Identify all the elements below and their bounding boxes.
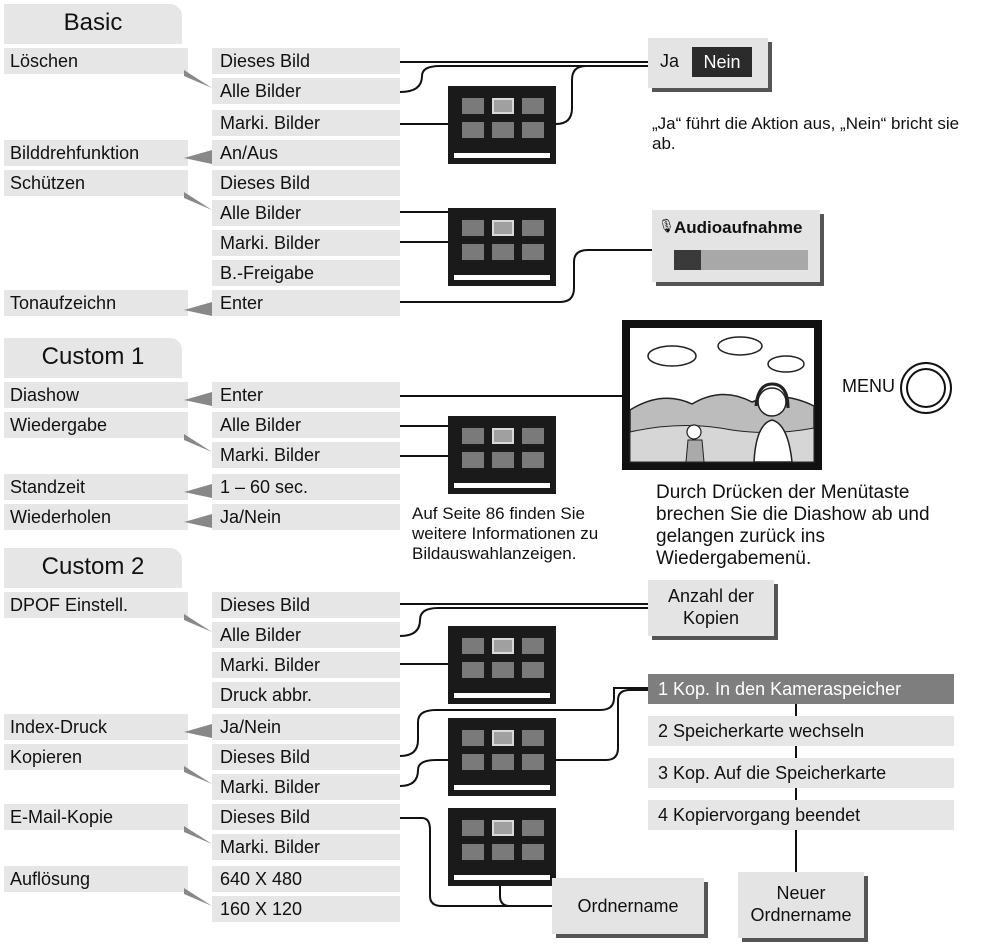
slideshow-note: Durch Drücken der Menütaste brechen Sie … xyxy=(656,482,930,569)
arrow-wedge-icon xyxy=(184,302,212,316)
menu-button[interactable] xyxy=(900,362,952,414)
thumbnail-grid-icon xyxy=(448,208,556,286)
confirm-no[interactable]: Nein xyxy=(692,47,752,77)
menu-label-bilddreh[interactable]: Bilddrehfunktion xyxy=(4,140,188,166)
option-loeschen-1[interactable]: Dieses Bild xyxy=(212,48,400,74)
audio-progress-fill xyxy=(674,250,701,270)
copies-dialog: Anzahl der Kopien xyxy=(648,580,774,636)
option-diashow-1[interactable]: Enter xyxy=(212,382,400,408)
menu-label-schuetzen[interactable]: Schützen xyxy=(4,170,188,196)
option-dpof-2[interactable]: Alle Bilder xyxy=(212,622,400,648)
section-tab-basic[interactable]: Basic xyxy=(4,4,182,44)
copy-step-3[interactable]: 3 Kop. Auf die Speicherkarte xyxy=(648,758,954,788)
option-ton-1[interactable]: Enter xyxy=(212,290,400,316)
audio-progress-track xyxy=(674,250,808,270)
menu-label-aufloesung[interactable]: Auflösung xyxy=(4,866,188,892)
thumbnail-grid-icon xyxy=(448,86,556,164)
option-loeschen-2[interactable]: Alle Bilder xyxy=(212,78,400,104)
arrow-wedge-icon xyxy=(184,484,212,498)
menu-label-wiedergabe[interactable]: Wiedergabe xyxy=(4,412,188,438)
slideshow-picture xyxy=(629,328,815,463)
page-reference-note: Auf Seite 86 finden Sie weitere Informat… xyxy=(412,504,599,563)
thumbnail-grid-icon xyxy=(448,808,556,886)
arrow-wedge-icon xyxy=(184,150,212,164)
menu-label-dpof[interactable]: DPOF Einstell. xyxy=(4,592,188,618)
option-schuetzen-3[interactable]: Marki. Bilder xyxy=(212,230,400,256)
microphone-icon: 🎙 xyxy=(658,218,675,233)
menu-label: MENU xyxy=(842,376,895,396)
option-schuetzen-1[interactable]: Dieses Bild xyxy=(212,170,400,196)
menu-label-index[interactable]: Index-Druck xyxy=(4,714,188,740)
arrow-wedge-icon xyxy=(184,434,212,452)
option-schuetzen-4[interactable]: B.-Freigabe xyxy=(212,260,400,286)
section-tab-custom2[interactable]: Custom 2 xyxy=(4,548,182,588)
menu-label-ton[interactable]: Tonaufzeichn xyxy=(4,290,188,316)
arrow-wedge-icon xyxy=(184,766,212,784)
option-loeschen-3[interactable]: Marki. Bilder xyxy=(212,110,400,136)
option-dpof-3[interactable]: Marki. Bilder xyxy=(212,652,400,678)
menu-label-kopieren[interactable]: Kopieren xyxy=(4,744,188,770)
arrow-wedge-icon xyxy=(184,514,212,528)
arrow-wedge-icon xyxy=(184,614,212,632)
menu-label-email[interactable]: E-Mail-Kopie xyxy=(4,804,188,830)
option-standzeit-1[interactable]: 1 – 60 sec. xyxy=(212,474,400,500)
thumbnail-grid-icon xyxy=(448,416,556,494)
option-bilddreh-1[interactable]: An/Aus xyxy=(212,140,400,166)
arrow-wedge-icon xyxy=(184,724,212,738)
option-wiedergabe-2[interactable]: Marki. Bilder xyxy=(212,442,400,468)
option-index-1[interactable]: Ja/Nein xyxy=(212,714,400,740)
option-dpof-1[interactable]: Dieses Bild xyxy=(212,592,400,618)
menu-label-standzeit[interactable]: Standzeit xyxy=(4,474,188,500)
arrow-wedge-icon xyxy=(184,192,212,210)
arrow-wedge-icon xyxy=(184,392,212,406)
option-wiederholen-1[interactable]: Ja/Nein xyxy=(212,504,400,530)
confirm-dialog: Ja Nein xyxy=(648,38,768,88)
thumbnail-grid-icon xyxy=(448,626,556,704)
option-kopieren-2[interactable]: Marki. Bilder xyxy=(212,774,400,800)
menu-label-loeschen[interactable]: Löschen xyxy=(4,48,188,74)
thumbnail-grid-icon xyxy=(448,718,556,796)
new-folder-name-dialog: Neuer Ordnername xyxy=(738,872,864,938)
audio-dialog: 🎙 Audioaufnahme xyxy=(652,210,820,282)
arrow-wedge-icon xyxy=(184,888,212,906)
option-dpof-4[interactable]: Druck abbr. xyxy=(212,682,400,708)
confirm-yes[interactable]: Ja xyxy=(660,51,680,71)
section-tab-custom1[interactable]: Custom 1 xyxy=(4,338,182,378)
arrow-wedge-icon xyxy=(184,826,212,844)
option-email-2[interactable]: Marki. Bilder xyxy=(212,834,400,860)
copy-step-4[interactable]: 4 Kopiervorgang beendet xyxy=(648,800,954,830)
menu-label-diashow[interactable]: Diashow xyxy=(4,382,188,408)
option-aufloesung-2[interactable]: 160 X 120 xyxy=(212,896,400,922)
option-email-1[interactable]: Dieses Bild xyxy=(212,804,400,830)
copy-step-1[interactable]: 1 Kop. In den Kameraspeicher xyxy=(648,674,954,704)
confirm-note: „Ja“ führt die Aktion aus, „Nein“ bricht… xyxy=(652,114,960,153)
option-schuetzen-2[interactable]: Alle Bilder xyxy=(212,200,400,226)
slideshow-image xyxy=(622,320,822,470)
folder-name-dialog: Ordnername xyxy=(552,878,704,934)
copy-step-2[interactable]: 2 Speicherkarte wechseln xyxy=(648,716,954,746)
option-wiedergabe-1[interactable]: Alle Bilder xyxy=(212,412,400,438)
menu-label-wiederholen[interactable]: Wiederholen xyxy=(4,504,188,530)
option-kopieren-1[interactable]: Dieses Bild xyxy=(212,744,400,770)
arrow-wedge-icon xyxy=(184,70,212,88)
audio-title: Audioaufnahme xyxy=(674,218,803,237)
option-aufloesung-1[interactable]: 640 X 480 xyxy=(212,866,400,892)
